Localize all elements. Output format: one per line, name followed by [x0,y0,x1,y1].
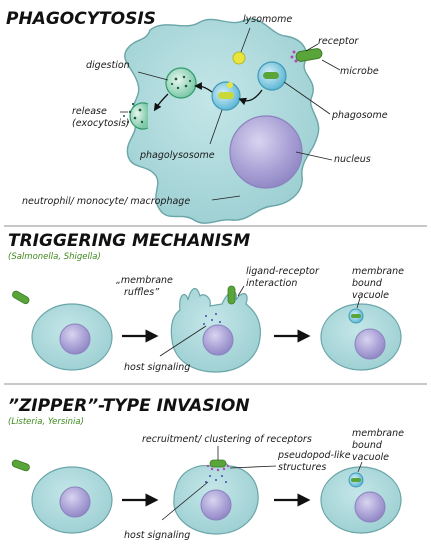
phagosome [257,61,287,91]
trigger-signal-dots [203,313,221,325]
triggering-section: TRIGGERING MECHANISM (Salmonella, Shigel… [8,231,404,373]
label-vacuole-1-zipper: membrane [352,428,404,439]
label-recruitment: recruitment/ clustering of receptors [142,434,312,445]
lysosome [232,51,246,65]
zipper-bacterium-entering [209,459,227,468]
label-pseudopod-2: structures [278,462,326,473]
zipper-receptor-cluster [206,464,230,472]
exocytosis-vesicle [123,102,149,130]
label-vacuole-1-trigger: membrane [352,266,404,277]
label-host-signaling-trigger: host signaling [124,362,190,373]
label-exocytosis: (exocytosis) [72,118,130,129]
label-ligand-receptor: ligand-receptor [246,266,320,277]
label-membrane-ruffles-2: ruffles” [124,287,159,298]
label-phagolysosome: phagolysosome [139,150,215,161]
trigger-nucleus-3 [354,328,386,360]
label-membrane-ruffles-1: „membrane [116,275,173,286]
section-subtitle-triggering: (Salmonella, Shigella) [8,252,101,262]
phagocytosis-leader-lines [120,27,341,201]
arrow-phagolysosome-to-digestion [194,82,213,93]
trigger-nucleus-2 [202,324,234,356]
label-host-signaling-zipper: host signaling [124,530,190,541]
zipper-section: ”ZIPPER”-TYPE INVASION (Listeria, Yersin… [8,396,404,541]
label-release: release [72,106,107,117]
zipper-leader-lines [161,446,363,521]
phagocyte-nucleus [229,115,303,189]
arrow-phagosome-to-phagolysosome [238,89,263,106]
zipper-bacterium [11,459,30,472]
zipper-nucleus-3 [354,491,386,523]
section-title-zipper: ”ZIPPER”-TYPE INVASION [8,396,250,416]
label-nucleus: nucleus [334,154,371,165]
trigger-leader-lines [159,285,361,357]
trigger-vacuole-bacterium [351,314,361,318]
label-vacuole-3-zipper: vacuole [352,452,389,463]
section-title-triggering: TRIGGERING MECHANISM [8,231,250,251]
section-title-phagocytosis: PHAGOCYTOSIS [6,9,156,29]
label-cell-type: neutrophil/ monocyte/ macrophage [22,196,190,207]
zipper-nucleus-1 [59,486,91,518]
trigger-bacterium-entering [227,285,236,305]
label-vacuole-2-trigger: bound [352,278,383,289]
label-vacuole-3-trigger: vacuole [352,290,389,301]
label-lysosome: lysomome [243,14,292,25]
trigger-nucleus-1 [59,323,91,355]
zipper-vacuole-bacterium [351,478,361,482]
label-digestion: digestion [86,60,130,71]
section-subtitle-zipper: (Listeria, Yersinia) [8,417,84,427]
label-pseudopod-1: pseudopod-like [277,450,351,461]
phagocytosis-section: PHAGOCYTOSIS [6,9,388,224]
zipper-signal-dots [205,475,227,483]
trigger-bacterium [12,290,30,305]
label-receptor: receptor [318,36,359,47]
phagolysosome [211,81,241,111]
label-phagosome: phagosome [331,110,388,121]
label-microbe: microbe [340,66,379,77]
label-vacuole-2-zipper: bound [352,440,383,451]
zipper-nucleus-2 [200,489,232,521]
digestion-vesicle [165,67,197,99]
label-interaction: interaction [246,278,297,289]
arrow-digestion-to-release [153,93,169,112]
phagocyte-cell [124,18,320,224]
